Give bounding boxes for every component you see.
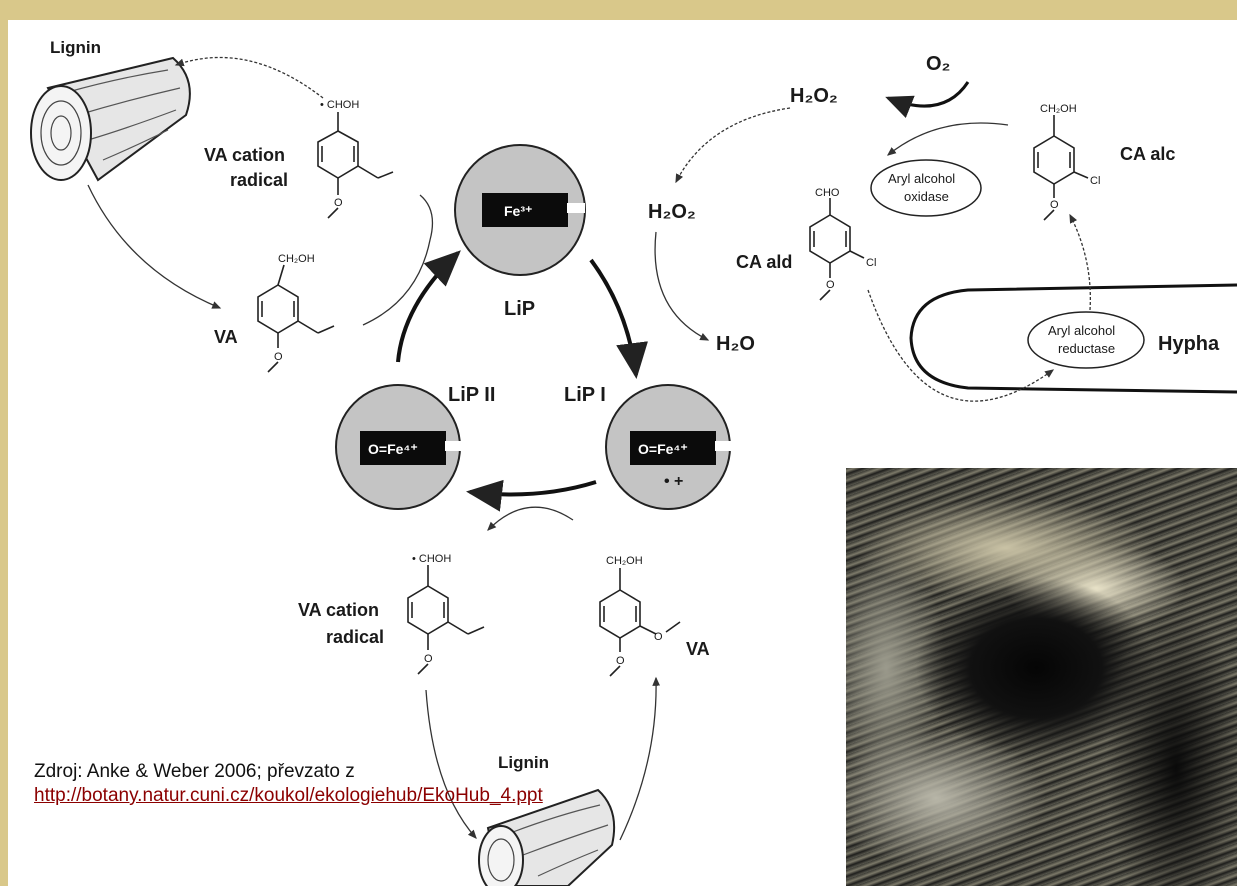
arrow-o2-to-h2o2 xyxy=(885,81,970,119)
fungal-decay-photo xyxy=(846,468,1237,886)
arrow-lip1-to-lip2 xyxy=(466,479,597,512)
svg-text:O: O xyxy=(826,279,835,291)
aryl-reductase-label-2: reductase xyxy=(1058,341,1115,356)
arrow-lignin-to-va xyxy=(87,184,222,309)
va-bottom-label: VA xyxy=(686,639,710,659)
radical-plus-label: • + xyxy=(664,473,683,490)
svg-text:O: O xyxy=(334,197,343,209)
va-cation-radical-bottom-molecule xyxy=(407,565,485,675)
lignin-peroxidase-cycle-diagram: Lignin VA cation radical • CHOH O VA CH₂… xyxy=(30,38,1237,886)
va-cation-radical-bottom-label: VA cation xyxy=(298,600,379,620)
log-bottom-icon xyxy=(478,788,616,886)
ca-alc-label: CA alc xyxy=(1120,144,1175,164)
cl-alc: Cl xyxy=(1090,175,1100,187)
va-left-label: VA xyxy=(214,327,238,347)
arrow-va-cation-to-lignin xyxy=(174,56,324,99)
h2o-label: H₂O xyxy=(716,333,755,355)
arrow-ca-ald-to-reductase xyxy=(867,289,1055,402)
arrow-lip2-to-lip xyxy=(396,250,461,363)
lignin-top-label: Lignin xyxy=(50,38,101,57)
arrow-ca-alc-to-ald xyxy=(886,122,1009,156)
va-cation-radical-top-label-2: radical xyxy=(230,170,288,190)
hypha-outline xyxy=(909,283,1237,394)
aryl-reductase-ellipse xyxy=(1027,311,1145,369)
fe3-label: Fe³⁺ xyxy=(504,203,532,219)
cl-ald: Cl xyxy=(866,257,876,269)
caption-text: Zdroj: Anke & Weber 2006; převzato z xyxy=(34,761,355,782)
arrow-cation-to-lignin-bottom xyxy=(425,689,477,839)
ch2oh-va-bottom: CH₂OH xyxy=(606,555,643,567)
h2o2-top-label: H₂O₂ xyxy=(790,85,838,107)
va-cation-radical-top-label: VA cation xyxy=(204,145,285,165)
arrow-h2o2-into-lip xyxy=(654,231,710,341)
lip-enzyme-circle xyxy=(454,144,586,276)
arrow-lignin-to-va-bottom xyxy=(619,676,661,841)
va-cation-radical-top-molecule xyxy=(317,112,394,219)
chohs-top: • CHOH xyxy=(320,99,359,111)
arrow-lip-to-lip1 xyxy=(589,258,648,379)
ca-alc-molecule xyxy=(1033,115,1089,221)
ofe4-right-label: O=Fe⁴⁺ xyxy=(638,441,688,457)
va-left-molecule xyxy=(257,264,335,373)
lip-label: LiP xyxy=(504,298,535,320)
chohs-bottom: • CHOH xyxy=(412,553,451,565)
source-link[interactable]: http://botany.natur.cuni.cz/koukol/ekolo… xyxy=(34,785,543,806)
svg-text:O: O xyxy=(616,655,625,667)
arrow-reductase-to-ca-alc xyxy=(1069,213,1091,311)
lignin-bottom-label: Lignin xyxy=(498,753,549,772)
va-bottom-molecule xyxy=(599,568,681,677)
cho-label: CHO xyxy=(815,187,840,199)
aryl-oxidase-label: Aryl alcohol xyxy=(888,171,955,186)
h2o2-mid-label: H₂O₂ xyxy=(648,201,696,223)
log-top-icon xyxy=(30,56,191,182)
aryl-reductase-label: Aryl alcohol xyxy=(1048,323,1115,338)
o2-label: O₂ xyxy=(926,53,950,75)
svg-text:O: O xyxy=(654,631,663,643)
lip2-label: LiP II xyxy=(448,384,495,406)
source-caption: Zdroj: Anke & Weber 2006; převzato z htt… xyxy=(34,760,543,808)
arrow-h2o2-down xyxy=(675,107,791,184)
ch2oh-va-left: CH₂OH xyxy=(278,253,315,265)
lip2-enzyme-circle xyxy=(335,384,463,510)
svg-text:O: O xyxy=(1050,199,1059,211)
ca-ald-label: CA ald xyxy=(736,252,792,272)
lip1-label: LiP I xyxy=(564,384,606,406)
aryl-oxidase-label-2: oxidase xyxy=(904,189,949,204)
arrow-bottom-cycle xyxy=(487,506,574,531)
va-cation-radical-bottom-label-2: radical xyxy=(326,627,384,647)
hypha-label: Hypha xyxy=(1158,333,1220,355)
arrow-va-to-cation xyxy=(362,194,434,326)
aryl-oxidase-ellipse xyxy=(870,159,982,217)
svg-text:O: O xyxy=(274,351,283,363)
slide-panel: Lignin VA cation radical • CHOH O VA CH₂… xyxy=(8,20,1237,886)
svg-text:O: O xyxy=(424,653,433,665)
ofe4-left-label: O=Fe⁴⁺ xyxy=(368,441,418,457)
lip1-enzyme-circle xyxy=(605,384,733,510)
ca-ald-molecule xyxy=(809,198,865,301)
ch2oh-ca-alc: CH₂OH xyxy=(1040,103,1077,115)
